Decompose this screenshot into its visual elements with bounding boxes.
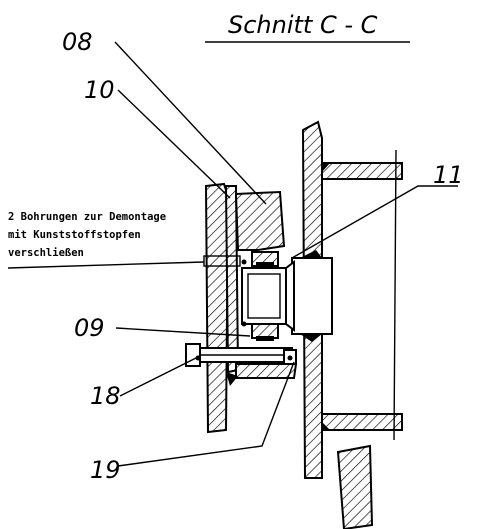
leader-10: [117, 89, 231, 199]
bolt-dot-b: [287, 355, 293, 361]
leader-18: [119, 357, 197, 397]
leader-09: [115, 327, 251, 337]
seal-top: [256, 262, 274, 267]
hub-weld-bottom: [300, 334, 322, 342]
flange-left: [204, 182, 230, 434]
foot-block: [336, 444, 374, 529]
section-title: Schnitt C - C: [228, 11, 378, 39]
leader-note: [7, 261, 205, 269]
label-09: 09: [74, 314, 105, 342]
label-08: 08: [62, 28, 93, 56]
label-19: 19: [90, 456, 121, 484]
hole-dot-b: [241, 321, 247, 327]
bearing-housing: [234, 190, 286, 251]
hub-block: [291, 257, 333, 335]
weld-lower: [322, 422, 330, 430]
label-18: 18: [90, 382, 121, 410]
lower-housing: [235, 363, 298, 379]
pipe-lower-wall: [321, 413, 403, 431]
note-line-1: 2 Bohrungen zur Demontage: [8, 211, 166, 223]
note-line-2: mit Kunststoffstopfen: [8, 229, 141, 241]
pipe-upper-wall: [321, 162, 403, 180]
hub-weld-top: [300, 250, 322, 258]
bearing-ring: [241, 267, 287, 325]
corner-weld: [226, 372, 238, 386]
bearing-cone: [285, 260, 295, 332]
label-11: 11: [433, 161, 464, 189]
bolt-dot-a: [195, 355, 201, 361]
hole-dot-a: [241, 259, 247, 265]
leader-19: [117, 361, 295, 467]
bearing-inner: [247, 273, 281, 319]
leader-11: [291, 185, 458, 259]
note-line-3: verschließen: [8, 247, 84, 259]
roller-bottom: [251, 323, 279, 339]
weld-upper: [322, 163, 330, 172]
leader-08: [114, 41, 267, 205]
pipe-break-line: [393, 149, 397, 441]
seal-bottom: [256, 336, 274, 341]
label-10: 10: [84, 76, 115, 104]
drill-hole: [203, 255, 241, 267]
